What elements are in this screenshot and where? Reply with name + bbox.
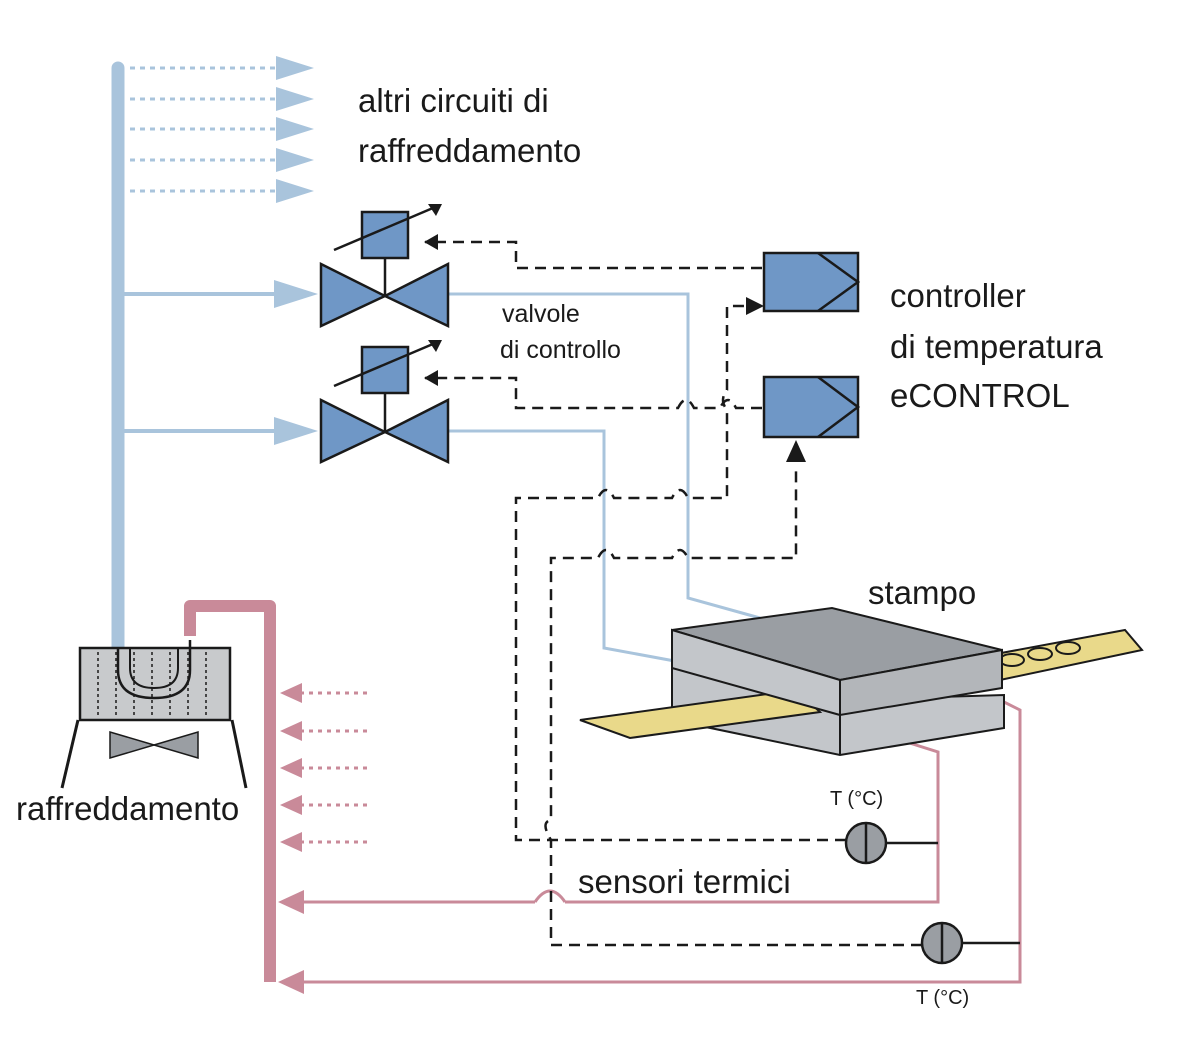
- controller-label-line3: eCONTROL: [890, 377, 1070, 414]
- control-valve-icon[interactable]: [319, 203, 450, 328]
- signal-arrow-controller-1: [746, 297, 764, 315]
- temp-unit-label-1: T (°C): [830, 788, 883, 810]
- valves-label-line1: valvole: [502, 300, 580, 328]
- controller-box-icon[interactable]: [762, 375, 861, 439]
- control-valve-icon[interactable]: [319, 339, 450, 464]
- signal-arrow-valve-2: [424, 370, 438, 386]
- temperature-sensor-icon[interactable]: [844, 821, 938, 865]
- signal-arrow-valve-1: [424, 234, 438, 250]
- valves-label-line2: di controllo: [500, 336, 621, 364]
- controller-label-line2: di temperatura: [890, 328, 1103, 365]
- chiller-fan-icon[interactable]: [60, 640, 248, 789]
- supply-lines: [111, 56, 761, 664]
- sensors-label: sensori termici: [578, 863, 791, 900]
- other-circuits-label-line2: raffreddamento: [358, 132, 581, 169]
- other-return-branches: [280, 683, 372, 852]
- controller-label-line1: controller: [890, 277, 1026, 314]
- other-circuits-label-line1: altri circuiti di: [358, 82, 549, 119]
- temperature-sensor-icon[interactable]: [920, 921, 1020, 965]
- cooling-unit-label: raffreddamento: [16, 790, 239, 827]
- mould-label: stampo: [868, 574, 976, 611]
- return-lines: [184, 600, 1022, 994]
- other-circuits-branches: [130, 56, 314, 203]
- mould: [579, 606, 1144, 757]
- signal-arrow-controller-2: [786, 440, 806, 462]
- signal-lines: [425, 240, 922, 947]
- temp-unit-label-2: T (°C): [916, 987, 969, 1009]
- controller-box-icon[interactable]: [762, 251, 861, 313]
